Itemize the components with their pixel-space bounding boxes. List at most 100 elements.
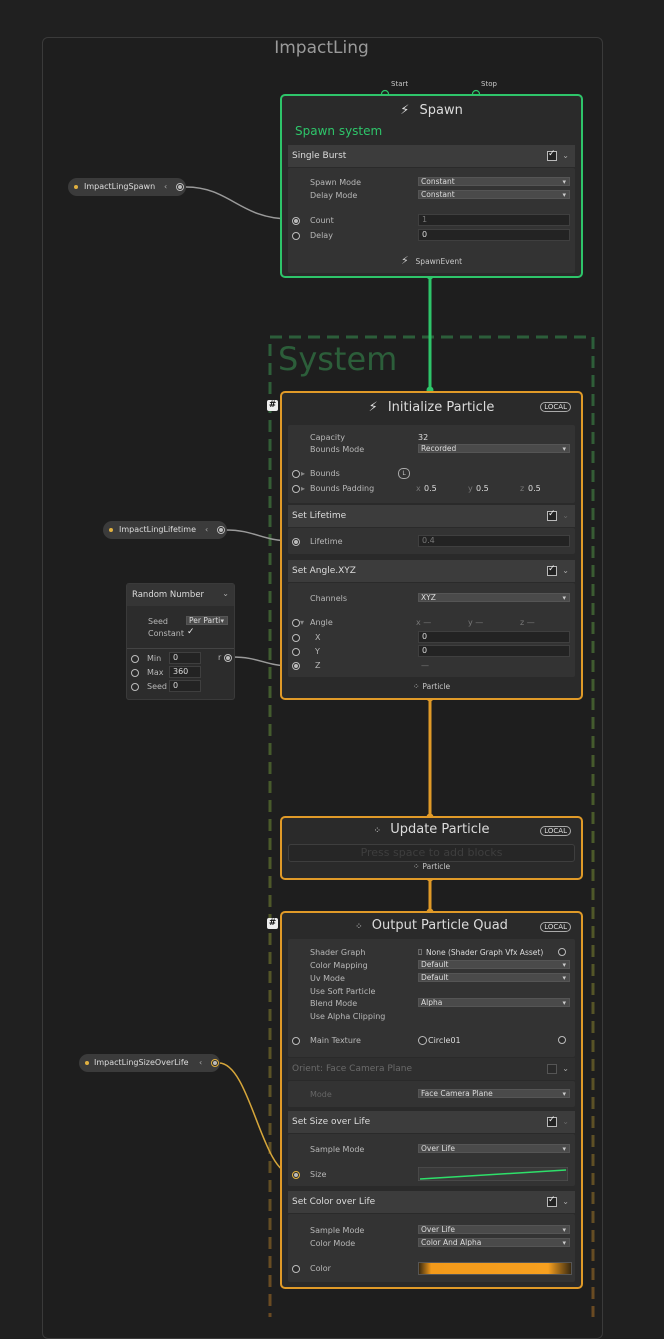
angle-y-field[interactable]: 0 xyxy=(418,645,570,657)
seed2-field[interactable]: 0 xyxy=(169,680,201,692)
expand-arrow-icon[interactable]: ▾ xyxy=(300,618,305,627)
orient-block[interactable]: Orient: Face Camera Plane ⌄ xyxy=(288,1058,575,1080)
chevron-left-icon[interactable]: ‹ xyxy=(164,182,168,191)
delay-mode-dropdown[interactable]: Constant xyxy=(418,190,570,199)
single-burst-block[interactable]: Single Burst ⌄ xyxy=(288,145,575,167)
property-lifetime-out-port[interactable] xyxy=(217,526,225,534)
initialize-context[interactable]: ⚡ Initialize Particle LOCAL Capacity 32 … xyxy=(280,391,583,700)
property-size-out-port[interactable] xyxy=(211,1059,219,1067)
pad-z-value[interactable]: 0.5 xyxy=(528,484,541,493)
sample-mode2-dropdown[interactable]: Over Life xyxy=(418,1225,570,1234)
single-burst-checkbox[interactable] xyxy=(547,149,557,161)
angle-x[interactable]: x — xyxy=(416,618,432,627)
main-texture-value[interactable]: Circle01 xyxy=(428,1036,461,1045)
constant-check-icon[interactable]: ✓ xyxy=(187,627,195,637)
object-picker-icon[interactable] xyxy=(558,948,566,956)
pad-x-value[interactable]: 0.5 xyxy=(424,484,437,493)
object-picker-icon[interactable] xyxy=(558,1036,566,1044)
local-badge[interactable]: LOCAL xyxy=(540,402,571,412)
angle-z-value[interactable]: — xyxy=(421,661,429,670)
count-field[interactable]: 1 xyxy=(418,214,570,226)
update-context[interactable]: ⁘ Update Particle LOCAL Press space to a… xyxy=(280,816,583,880)
count-port[interactable] xyxy=(292,217,300,225)
chevron-down-icon[interactable]: ⌄ xyxy=(562,566,569,575)
angle-z[interactable]: z — xyxy=(520,618,535,627)
blend-mode-dropdown[interactable]: Alpha xyxy=(418,998,570,1007)
chevron-down-icon[interactable]: ⌄ xyxy=(222,589,229,598)
capacity-label: Capacity xyxy=(310,433,345,442)
output-context[interactable]: ⁘ Output Particle Quad LOCAL Shader Grap… xyxy=(280,911,583,1289)
chevron-down-icon[interactable]: ⌄ xyxy=(562,1064,569,1073)
color-over-life-checkbox[interactable] xyxy=(547,1195,557,1207)
output-header: ⁘ Output Particle Quad xyxy=(282,918,581,933)
angle-y[interactable]: y — xyxy=(468,618,484,627)
chevron-down-icon[interactable]: ⌄ xyxy=(562,1117,569,1126)
orient-checkbox[interactable] xyxy=(547,1064,557,1074)
chevron-down-icon[interactable]: ⌄ xyxy=(562,151,569,160)
property-dot xyxy=(109,528,113,532)
set-lifetime-block[interactable]: Set Lifetime ⌄ xyxy=(288,505,575,527)
color-gradient-field[interactable] xyxy=(418,1262,572,1275)
delay-field[interactable]: 0 xyxy=(418,229,570,241)
property-node-spawn[interactable]: ImpactLingSpawn ‹ xyxy=(68,178,186,196)
random-number-node[interactable]: Random Number ⌄ Seed Per Parti Constant … xyxy=(126,583,235,700)
uv-mode-dropdown[interactable]: Default xyxy=(418,973,570,982)
max-port[interactable] xyxy=(131,669,139,677)
max-field[interactable]: 360 xyxy=(169,666,201,678)
bounds-padding-port[interactable] xyxy=(292,485,300,493)
mode-dropdown[interactable]: Face Camera Plane xyxy=(418,1089,570,1098)
angle-x-port[interactable] xyxy=(292,634,300,642)
lifetime-field[interactable]: 0.4 xyxy=(418,535,570,547)
local-badge[interactable]: LOCAL xyxy=(540,922,571,932)
spawn-context[interactable]: ⚡ Spawn Spawn system Single Burst ⌄ Spaw… xyxy=(280,94,583,278)
bounds-mode-dropdown[interactable]: Recorded xyxy=(418,444,570,453)
size-over-life-block[interactable]: Set Size over Life ⌄ xyxy=(288,1111,575,1133)
color-over-life-block[interactable]: Set Color over Life ⌄ xyxy=(288,1191,575,1213)
delay-port[interactable] xyxy=(292,232,300,240)
channels-dropdown[interactable]: XYZ xyxy=(418,593,570,602)
local-badge[interactable]: LOCAL xyxy=(540,826,571,836)
seed-dropdown[interactable]: Per Parti xyxy=(186,616,228,625)
property-node-lifetime[interactable]: ImpactLingLifetime ‹ xyxy=(103,521,227,539)
expand-arrow-icon[interactable]: ▸ xyxy=(301,469,306,478)
expand-arrow-icon[interactable]: ▸ xyxy=(301,484,306,493)
property-dot xyxy=(85,1061,89,1065)
color-port[interactable] xyxy=(292,1265,300,1273)
chevron-down-icon[interactable]: ⌄ xyxy=(562,1197,569,1206)
property-spawn-out-port[interactable] xyxy=(176,183,184,191)
shader-graph-value[interactable]: None (Shader Graph Vfx Asset) xyxy=(426,948,544,957)
spawn-mode-dropdown[interactable]: Constant xyxy=(418,177,570,186)
property-node-size[interactable]: ImpactLingSizeOverLife ‹ xyxy=(79,1054,220,1072)
seed2-port[interactable] xyxy=(131,683,139,691)
capacity-value[interactable]: 32 xyxy=(418,433,429,442)
angle-z-port[interactable] xyxy=(292,662,300,670)
local-space-icon[interactable]: L xyxy=(398,468,410,479)
chevron-left-icon[interactable]: ‹ xyxy=(205,525,209,534)
chevron-down-icon[interactable]: ⌄ xyxy=(562,511,569,520)
chevron-left-icon[interactable]: ‹ xyxy=(199,1058,203,1067)
document-icon: ▯ xyxy=(418,947,423,956)
size-over-life-checkbox[interactable] xyxy=(547,1115,557,1127)
angle-port[interactable] xyxy=(292,619,300,627)
sample-mode-dropdown[interactable]: Over Life xyxy=(418,1144,570,1153)
angle-x-field[interactable]: 0 xyxy=(418,631,570,643)
pad-x-label: x xyxy=(416,484,421,493)
bounds-port[interactable] xyxy=(292,470,300,478)
angle-y-port[interactable] xyxy=(292,648,300,656)
min-field[interactable]: 0 xyxy=(169,652,201,664)
property-dot xyxy=(74,185,78,189)
color-mapping-dropdown[interactable]: Default xyxy=(418,960,570,969)
min-port[interactable] xyxy=(131,655,139,663)
add-blocks-placeholder[interactable]: Press space to add blocks xyxy=(288,844,575,862)
color-mode-dropdown[interactable]: Color And Alpha xyxy=(418,1238,570,1247)
main-texture-port[interactable] xyxy=(292,1037,300,1045)
pad-z-label: z xyxy=(520,484,525,493)
size-curve-field[interactable] xyxy=(418,1167,568,1181)
lifetime-port[interactable] xyxy=(292,538,300,546)
set-angle-checkbox[interactable] xyxy=(547,564,557,576)
random-out-port[interactable] xyxy=(224,654,232,662)
set-lifetime-checkbox[interactable] xyxy=(547,509,557,521)
size-port[interactable] xyxy=(292,1171,300,1179)
set-angle-block[interactable]: Set Angle.XYZ ⌄ xyxy=(288,560,575,582)
pad-y-value[interactable]: 0.5 xyxy=(476,484,489,493)
